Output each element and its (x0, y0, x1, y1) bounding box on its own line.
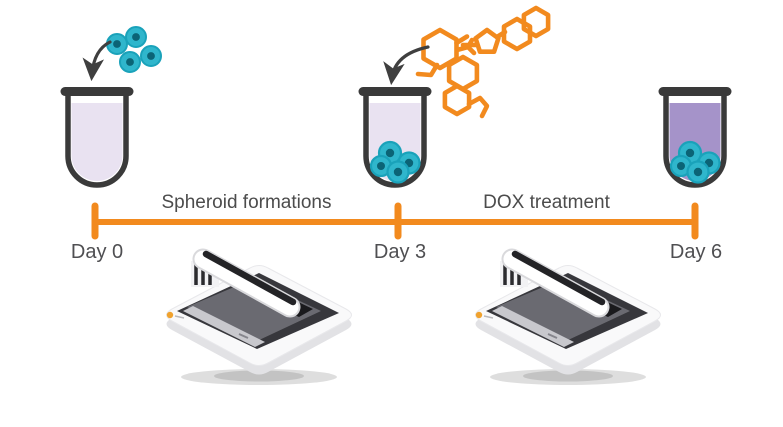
day-label-3: Day 3 (373, 241, 427, 263)
segment-label-dox-treatment: DOX treatment (483, 192, 610, 213)
stage-day3 (359, 5, 551, 185)
day-label-6: Day 6 (669, 241, 723, 263)
add-arrow-icon (383, 45, 430, 86)
cells-icon (106, 26, 162, 73)
add-arrow-icon (82, 40, 112, 82)
imaging-device-icon (476, 254, 661, 385)
test-tube-icon (61, 87, 134, 185)
stage-day6 (659, 87, 732, 185)
timeline (91, 202, 699, 240)
imaging-device-icon (167, 254, 352, 385)
segment-label-spheroid-formations: Spheroid formations (161, 192, 332, 213)
dox-molecules-icon (415, 5, 551, 119)
day-label-0: Day 0 (70, 241, 124, 263)
stage-day0 (61, 26, 162, 185)
